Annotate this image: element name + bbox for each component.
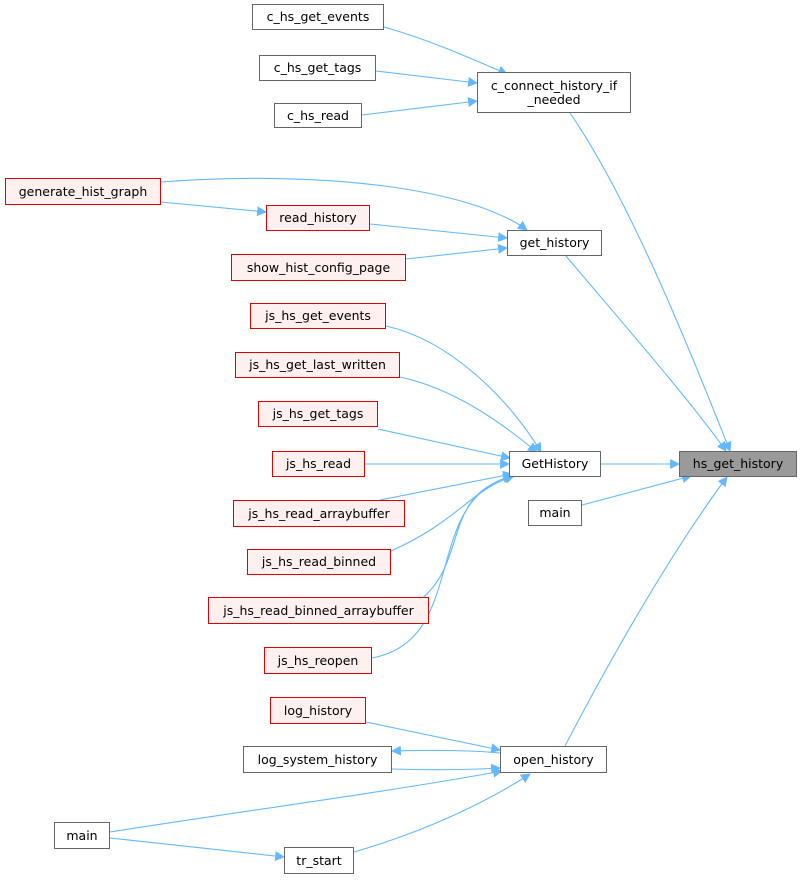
edge-main-to-open_history	[109, 767, 503, 833]
edge-open_history-to-hs_get_history	[564, 476, 728, 747]
node-js_hs_get_tags[interactable]: js_hs_get_tags	[258, 401, 378, 427]
node-js_hs_read[interactable]: js_hs_read	[272, 451, 365, 477]
edge-js_hs_reopen-to-GetHistory	[371, 473, 513, 659]
edge-show_hist_config_page-to-get_history	[405, 244, 508, 260]
node-generate_hist_graph[interactable]: generate_hist_graph	[5, 178, 161, 205]
node-label: c_hs_get_tags	[273, 60, 362, 75]
edge-log_history-to-open_history	[365, 721, 501, 754]
edge-tr_start-to-open_history	[353, 773, 531, 853]
node-label: show_hist_config_page	[246, 259, 391, 275]
edge-main-to-tr_start	[109, 837, 285, 861]
node-label: GetHistory	[521, 456, 589, 471]
node-label: generate_hist_graph	[18, 183, 148, 199]
edge-js_hs_read_binned-to-GetHistory	[390, 473, 515, 552]
node-label: log_system_history	[257, 751, 378, 767]
node-label: js_hs_read_binned	[261, 554, 377, 569]
node-label: main	[66, 827, 98, 843]
node-label: c_hs_get_events	[266, 9, 370, 24]
node-label: read_history	[279, 210, 357, 225]
node-js_hs_read_binned[interactable]: js_hs_read_binned	[247, 549, 391, 575]
node-log_system_history[interactable]: log_system_history	[243, 746, 392, 773]
node-label: js_hs_read_arraybuffer	[248, 505, 390, 521]
edge-generate_hist_graph-to-get_history	[160, 177, 528, 231]
edge-c_hs_get_events-to-c_connect	[383, 26, 508, 76]
node-label: js_hs_read	[285, 456, 352, 471]
node-label: get_history	[519, 235, 590, 250]
node-label-line2: _needed	[527, 91, 581, 107]
node-js_hs_reopen[interactable]: js_hs_reopen	[264, 647, 372, 674]
node-get_history[interactable]: get_history	[507, 230, 602, 256]
node-c_hs_get_events[interactable]: c_hs_get_events	[252, 4, 384, 30]
node-tr_start[interactable]: tr_start	[284, 847, 354, 874]
node-main-top[interactable]: main	[528, 500, 582, 526]
node-label: js_hs_read_binned_arraybuffer	[223, 602, 414, 618]
node-label: hs_get_history	[692, 456, 784, 471]
node-js_hs_read_arraybuffer[interactable]: js_hs_read_arraybuffer	[233, 500, 405, 527]
edge-get_history-to-hs_get_history	[565, 255, 727, 452]
node-open_history[interactable]: open_history	[500, 746, 607, 773]
node-label: main	[539, 505, 571, 520]
node-label: open_history	[513, 751, 594, 767]
edge-js_hs_get_tags-to-GetHistory	[377, 428, 511, 461]
node-label: js_hs_get_events	[265, 308, 371, 323]
node-GetHistory[interactable]: GetHistory	[509, 451, 601, 477]
node-read_history[interactable]: read_history	[266, 205, 370, 231]
node-js_hs_get_events[interactable]: js_hs_get_events	[250, 303, 386, 329]
edge-c_hs_get_tags-to-c_connect	[375, 70, 478, 87]
node-log_history[interactable]: log_history	[270, 697, 366, 724]
node-main-bottom[interactable]: main	[54, 822, 110, 849]
node-c_hs_get_tags[interactable]: c_hs_get_tags	[259, 55, 376, 81]
node-label-line1: c_connect_history_if	[490, 77, 618, 93]
node-label: log_history	[283, 702, 353, 718]
node-js_hs_get_last_written[interactable]: js_hs_get_last_written	[235, 352, 400, 378]
edge-main-to-hs_get_history	[581, 473, 692, 506]
node-label: c_hs_read	[287, 107, 349, 123]
edge-generate_hist_graph-to-read_history	[160, 201, 267, 217]
edge-open_history-to-log_system_history	[391, 745, 501, 756]
node-show_hist_config_page[interactable]: show_hist_config_page	[231, 254, 406, 281]
node-label: js_hs_get_tags	[272, 406, 364, 421]
node-c_hs_read[interactable]: c_hs_read	[274, 103, 362, 128]
edge-c_connect-to-hs_get_history	[569, 112, 732, 452]
node-label: tr_start	[296, 852, 342, 868]
edge-log_system_history-to-open_history	[391, 763, 501, 774]
edge-js_hs_read_arraybuffer-to-GetHistory	[379, 470, 513, 501]
edge-js_hs_get_events-to-GetHistory	[385, 325, 542, 453]
node-label: js_hs_get_last_written	[249, 357, 386, 372]
edge-read_history-to-get_history	[369, 223, 508, 243]
edge-c_hs_read-to-c_connect	[361, 97, 478, 116]
node-c_connect_history_if_needed[interactable]: c_connect_history_if _needed	[477, 72, 631, 113]
node-label: js_hs_reopen	[277, 652, 359, 668]
edge-js_hs_read_binned_arraybuffer-to-GetHistory	[419, 473, 514, 601]
node-js_hs_read_binned_arraybuffer[interactable]: js_hs_read_binned_arraybuffer	[208, 597, 429, 624]
node-hs_get_history[interactable]: hs_get_history	[679, 451, 797, 477]
edge-js_hs_get_last_written-to-GetHistory	[399, 376, 538, 453]
